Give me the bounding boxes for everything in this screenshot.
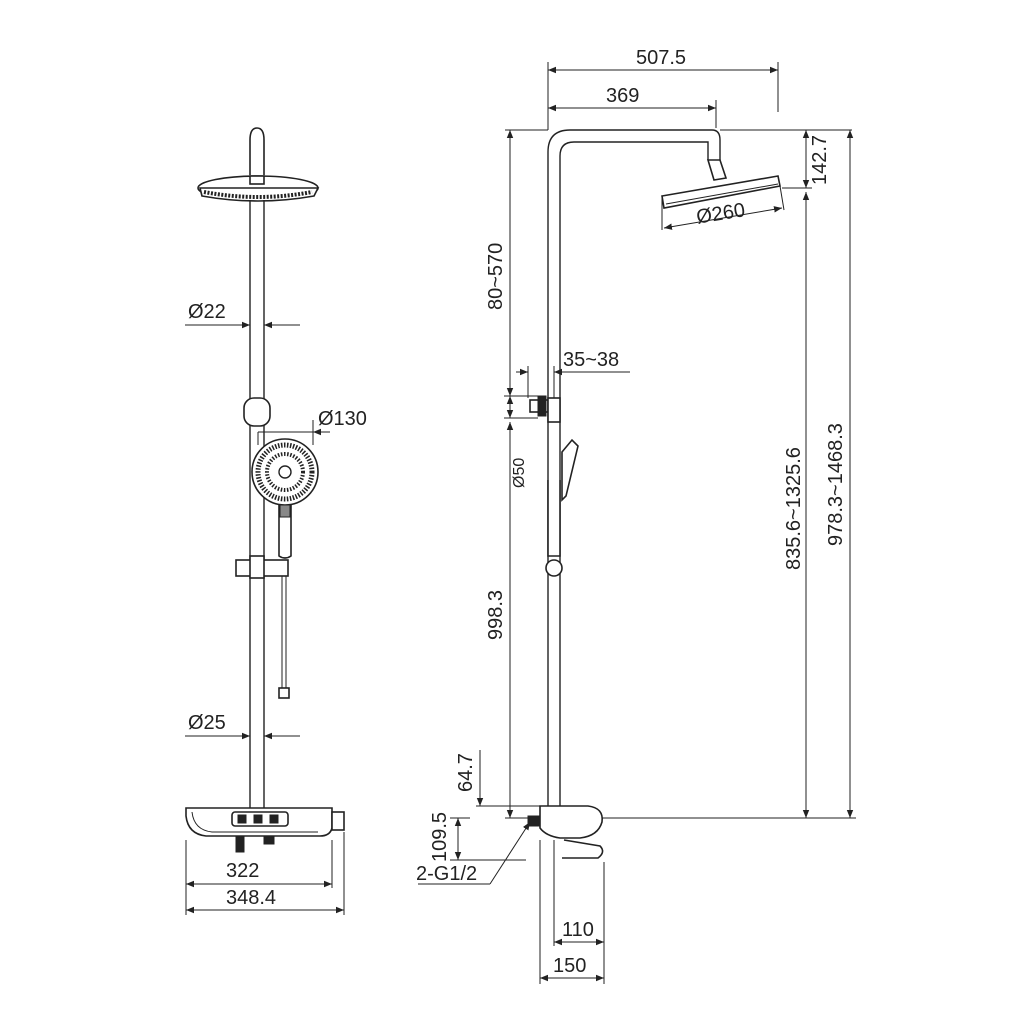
dim-outlet-height: 64.7 — [455, 750, 540, 807]
side-rail-inner — [559, 141, 709, 808]
label-lower-pipe-diameter: Ø25 — [188, 712, 226, 734]
dim-arm-reach: 369 — [548, 85, 717, 128]
dim-head-height: 142.7 — [720, 129, 852, 189]
side-rail-outer — [547, 129, 721, 808]
wall-bracket-side — [529, 395, 561, 423]
label-bracket-diameter: Ø50 — [511, 458, 528, 488]
dim-rail-height-range: 835.6~1325.6 — [783, 192, 810, 818]
top-pipe-cap — [249, 127, 265, 175]
dim-lower-pipe-diameter: Ø25 — [185, 712, 300, 740]
dim-total-height-range: 978.3~1468.3 — [825, 130, 854, 818]
dim-inlet-height: 109.5 — [429, 812, 526, 862]
side-view: Ø260 507.5 369 142.7 835.6~1325.6 — [416, 47, 856, 984]
thermostatic-shelf-side — [527, 805, 604, 859]
label-inlet-height: 109.5 — [429, 812, 451, 862]
dim-shelf-depth-inner: 110 — [539, 840, 605, 984]
handshower-side — [545, 438, 579, 577]
dim-overall-reach: 507.5 — [547, 47, 779, 130]
label-handshower-diameter: Ø130 — [318, 408, 367, 430]
label-arm-height-range: 80~570 — [485, 243, 507, 310]
slider-block-front — [235, 555, 289, 579]
dim-lower-rail-height: 998.3 — [485, 422, 548, 819]
dim-overall-width: 348.4 — [186, 887, 344, 914]
hose-front — [278, 576, 290, 699]
inlet-thread-callout: 2-G1/2 — [416, 821, 531, 885]
label-head-diameter: Ø260 — [695, 199, 747, 228]
label-shelf-depth-outer: 150 — [553, 955, 586, 977]
label-arm-reach: 369 — [606, 85, 639, 107]
label-wall-offset-range: 35~38 — [563, 349, 619, 371]
dim-handshower-diameter: Ø130 — [257, 408, 367, 445]
label-overall-reach: 507.5 — [636, 47, 686, 69]
dim-arm-height-range: 80~570 — [485, 129, 548, 396]
label-overall-width: 348.4 — [226, 887, 276, 909]
overhead-shower-head-front — [197, 175, 320, 202]
dim-shelf-depth-outer: 150 — [540, 955, 604, 982]
dim-bracket-diameter: Ø50 — [504, 395, 538, 488]
label-rail-diameter: Ø22 — [188, 301, 226, 323]
label-inlet-thread: 2-G1/2 — [416, 863, 477, 885]
dim-wall-offset-range: 35~38 — [516, 349, 630, 398]
label-head-height: 142.7 — [809, 135, 831, 185]
head-swivel — [706, 159, 728, 181]
label-rail-height-range: 835.6~1325.6 — [783, 447, 805, 570]
label-shelf-width: 322 — [226, 860, 259, 882]
dim-rail-diameter: Ø22 — [185, 301, 300, 329]
label-outlet-height: 64.7 — [455, 753, 477, 792]
thermostatic-shelf-front — [185, 807, 345, 853]
label-total-height-range: 978.3~1468.3 — [825, 423, 847, 546]
rail-bracket-front — [243, 397, 271, 427]
overhead-shower-head-side — [661, 175, 785, 230]
dim-shelf-width: 322 — [185, 832, 345, 915]
label-lower-rail-height: 998.3 — [485, 590, 507, 640]
front-view: Ø22 Ø130 — [185, 127, 367, 915]
handshower-front — [251, 438, 319, 559]
label-shelf-depth-inner: 110 — [562, 919, 594, 941]
